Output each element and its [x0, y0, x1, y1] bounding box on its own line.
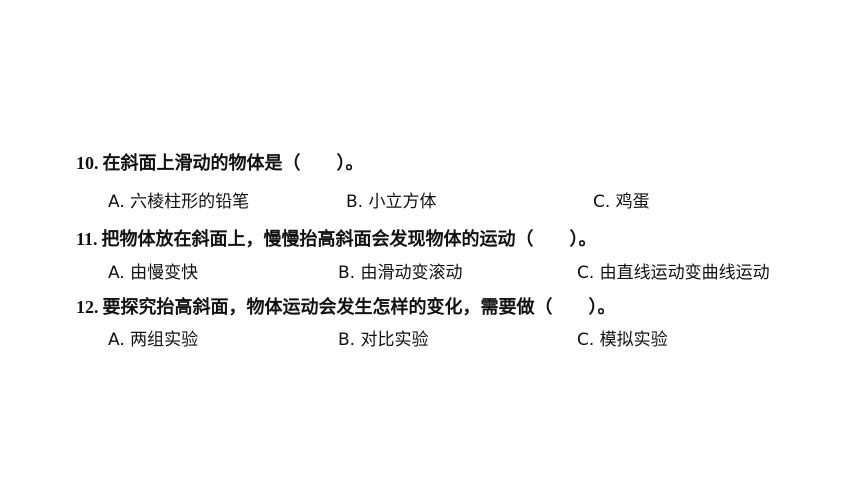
question-number: 12. [76, 297, 99, 317]
question-number: 10. [76, 153, 99, 173]
question-text: 在斜面上滑动的物体是（ ）。 [102, 153, 364, 174]
question-11-option-a: A. 由慢变快 [108, 263, 199, 283]
question-number: 11. [76, 229, 98, 249]
question-12: 12.要探究抬高斜面，物体运动会发生怎样的变化，需要做（ ）。 [76, 296, 616, 319]
question-12-option-a: A. 两组实验 [108, 330, 199, 350]
question-12-option-c: C. 模拟实验 [577, 330, 668, 350]
question-10-option-c: C. 鸡蛋 [593, 192, 650, 212]
question-text: 把物体放在斜面上，慢慢抬高斜面会发现物体的运动（ ）。 [101, 229, 597, 250]
question-text: 要探究抬高斜面，物体运动会发生怎样的变化，需要做（ ）。 [102, 297, 616, 318]
question-10: 10.在斜面上滑动的物体是（ ）。 [76, 152, 364, 175]
question-11-option-b: B. 由滑动变滚动 [338, 263, 463, 283]
question-10-option-a: A. 六棱柱形的铅笔 [108, 192, 250, 212]
question-11-option-c: C. 由直线运动变曲线运动 [577, 263, 770, 283]
question-10-option-b: B. 小立方体 [346, 192, 437, 212]
question-11: 11.把物体放在斜面上，慢慢抬高斜面会发现物体的运动（ ）。 [76, 228, 597, 251]
question-12-option-b: B. 对比实验 [338, 330, 429, 350]
